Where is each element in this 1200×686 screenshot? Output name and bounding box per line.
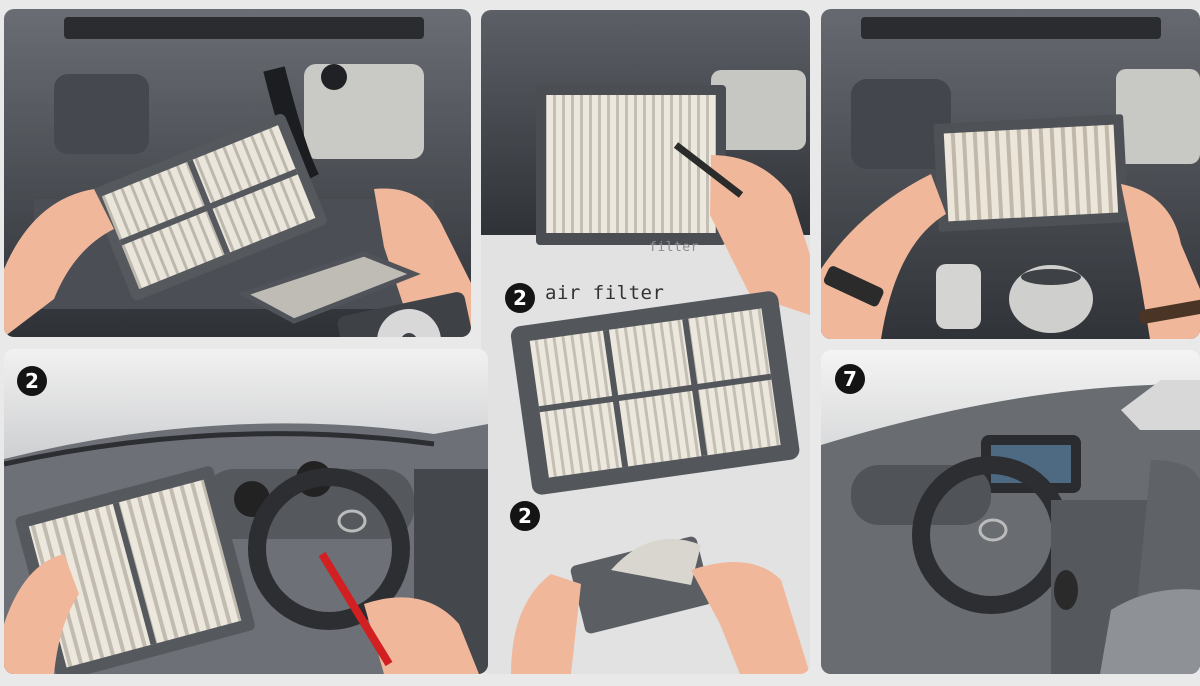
cabin-left-hand-icon: [4, 554, 79, 674]
faded-filter-label: filter: [649, 240, 699, 255]
steering-wheel-icon: [248, 468, 410, 630]
cleaning-right-hand-icon: [691, 562, 810, 674]
cabin-filter-icon: [15, 466, 255, 674]
cabin-illustration: [4, 349, 488, 674]
cleaning-left-hand-icon: [511, 574, 581, 674]
left-hand-icon: [4, 189, 114, 337]
new-filter-housing-icon: [237, 251, 471, 337]
air-filter-icon: [510, 291, 800, 495]
pliers-icon: [673, 142, 744, 198]
install-illustration: [821, 9, 1200, 339]
dashboard-complete-panel: 7: [821, 350, 1200, 674]
wristwatch-icon: [823, 266, 884, 307]
step-badge-cleaning: 2: [510, 501, 540, 531]
passenger-seat: [1100, 589, 1200, 674]
old-filter-icon: [90, 113, 327, 301]
cabin-filter-panel: 2: [4, 349, 488, 674]
air-filter-illustration: [481, 10, 810, 674]
spare-filter-icon: [936, 264, 981, 329]
plier-hand-icon: [710, 155, 810, 315]
air-filter-label: air filter: [545, 282, 665, 304]
toyota-logo-icon: [978, 518, 1008, 542]
step-badge-dashboard: 7: [835, 364, 865, 394]
dashboard-illustration: [821, 350, 1200, 674]
engine-bay-illustration: [4, 9, 471, 337]
step-badge-cabin: 2: [17, 366, 47, 396]
new-filter-icon: [933, 114, 1129, 232]
engine-bay-install-panel: [821, 9, 1200, 339]
red-pliers-icon: [318, 551, 393, 667]
air-filter-panel: filter 2 air filter 2: [481, 10, 810, 674]
cleaning-scene: [511, 536, 810, 674]
toyota-logo-icon: [337, 509, 367, 533]
step-badge-air-filter: 2: [505, 283, 535, 313]
bracelet-icon: [1139, 299, 1200, 324]
install-left-hand-icon: [821, 174, 946, 339]
gear-shifter-icon: [1054, 570, 1078, 610]
side-mirror-icon: [1121, 380, 1200, 430]
brush-icon: [611, 538, 701, 585]
install-right-hand-icon: [1121, 184, 1200, 339]
engine-bay-removal-panel: [4, 9, 471, 337]
cabin-right-hand-icon: [364, 597, 479, 674]
